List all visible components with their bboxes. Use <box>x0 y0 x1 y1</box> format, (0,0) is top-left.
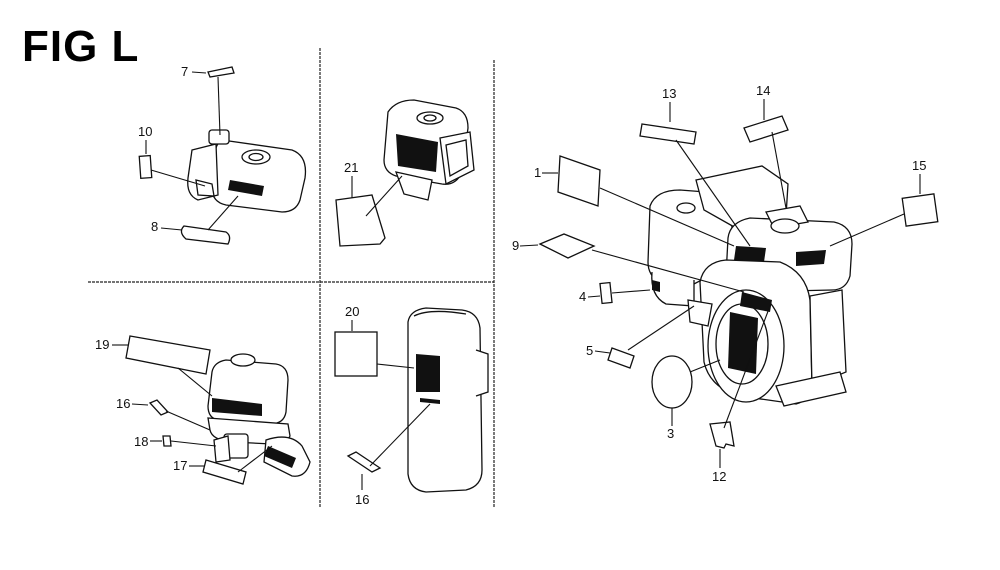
label-4 <box>599 281 613 305</box>
label-16-left <box>148 399 170 416</box>
label-19 <box>125 335 211 375</box>
label-10 <box>138 154 153 180</box>
callout-10: 10 <box>138 124 152 139</box>
label-5 <box>607 347 635 369</box>
label-18 <box>162 435 172 447</box>
callout-3: 3 <box>667 426 674 441</box>
label-8 <box>180 225 231 245</box>
label-7 <box>207 66 235 78</box>
label-12 <box>709 421 735 449</box>
callout-7: 7 <box>181 64 188 79</box>
label-20 <box>334 331 378 377</box>
air-cleaner-top-left <box>187 129 307 213</box>
callout-16-middle: 16 <box>355 492 369 507</box>
label-15 <box>901 193 939 227</box>
callout-16-left: 16 <box>116 396 130 411</box>
label-13 <box>639 123 697 145</box>
callout-15: 15 <box>912 158 926 173</box>
label-14 <box>743 115 789 143</box>
callout-8: 8 <box>151 219 158 234</box>
callout-17: 17 <box>173 458 187 473</box>
muffler-bottom-middle <box>407 307 489 493</box>
callout-5: 5 <box>586 343 593 358</box>
label-17 <box>202 459 247 485</box>
callout-12: 12 <box>712 469 726 484</box>
air-cleaner-bottom-left <box>207 353 311 477</box>
callout-13: 13 <box>662 86 676 101</box>
engine-assembly <box>647 165 853 407</box>
label-9 <box>538 233 596 259</box>
label-1 <box>557 155 601 207</box>
callout-4: 4 <box>579 289 586 304</box>
figure-title: FIG L <box>22 22 140 71</box>
callout-9: 9 <box>512 238 519 253</box>
callout-18: 18 <box>134 434 148 449</box>
label-16-middle <box>346 451 382 473</box>
callout-21: 21 <box>344 160 358 175</box>
air-cleaner-top-middle <box>383 99 475 201</box>
label-3 <box>651 355 693 409</box>
callout-20: 20 <box>345 304 359 319</box>
callout-19: 19 <box>95 337 109 352</box>
callout-1: 1 <box>534 165 541 180</box>
callout-14: 14 <box>756 83 770 98</box>
